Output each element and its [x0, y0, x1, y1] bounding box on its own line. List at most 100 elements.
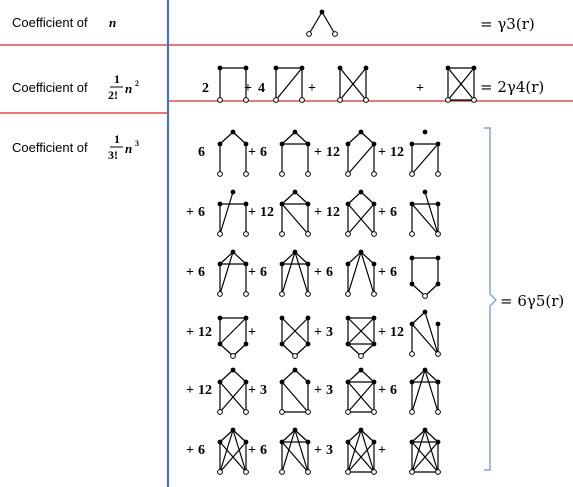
graph-edge — [339, 67, 367, 101]
graph-vertex — [409, 255, 415, 261]
graph-vertex — [337, 65, 343, 71]
graph-edge — [411, 369, 426, 383]
row-3-plus-sign: + — [186, 265, 194, 280]
graph-vertex — [435, 141, 441, 147]
graph-edge — [232, 429, 247, 443]
row-2-frac-den: 2! — [108, 88, 118, 102]
graph-vertex — [299, 97, 305, 103]
graph-edge — [294, 343, 309, 357]
graph-vertex — [279, 231, 285, 237]
graph-edge — [281, 429, 296, 443]
row-3-coefficient: 12 — [260, 205, 274, 220]
graph-edge — [411, 143, 439, 175]
graph-vertex — [358, 189, 364, 195]
row-3-graph — [217, 129, 249, 177]
graph-vertex — [435, 439, 441, 445]
graph-vertex — [279, 171, 285, 177]
row-3-graph — [345, 129, 377, 177]
graph-vertex — [279, 469, 285, 475]
graph-vertex — [363, 65, 369, 71]
graph-vertex — [422, 309, 428, 315]
row-2-coefficient: 2 — [202, 81, 209, 96]
row-3-plus-sign: + — [314, 145, 322, 160]
row-2-rhs: = 2γ4(r) — [480, 78, 544, 96]
graph-vertex — [273, 65, 279, 71]
graph-edge — [424, 429, 439, 473]
graph-edge — [411, 311, 426, 325]
graph-vertex — [305, 141, 311, 147]
graph-vertex — [345, 201, 351, 207]
graph-vertex — [305, 171, 311, 177]
graph-vertex — [217, 171, 223, 177]
row-3-graph — [217, 427, 249, 475]
terms-layer: 2+4++6+6+12+12+6+12+12+6+6+6+6+6+12++3+1… — [186, 9, 477, 475]
row-3-coefficient: 6 — [198, 443, 205, 458]
graph-vertex — [217, 409, 223, 415]
row-1-label-text: Coefficient of — [12, 15, 88, 30]
graph-vertex — [230, 249, 236, 255]
graph-vertex — [292, 189, 298, 195]
graph-vertex — [409, 171, 415, 177]
graph-vertex — [337, 97, 343, 103]
graph-vertex — [305, 439, 311, 445]
graph-vertex — [217, 291, 223, 297]
row-3-plus-sign: + — [186, 325, 194, 340]
graph-vertex — [471, 65, 477, 71]
graph-edge — [411, 203, 439, 235]
row-3-graph — [217, 189, 249, 237]
graph-vertex — [345, 469, 351, 475]
row-3-plus-sign: + — [378, 205, 386, 220]
graph-edge — [219, 429, 234, 443]
graph-vertex — [243, 315, 249, 321]
graph-vertex — [305, 409, 311, 415]
graph-edge — [360, 429, 375, 443]
graph-edge — [294, 369, 309, 383]
row-3-plus-sign: + — [378, 145, 386, 160]
graph-vertex — [445, 65, 451, 71]
row-3-plus-sign: + — [248, 443, 256, 458]
row-2-coefficient: 4 — [258, 81, 265, 96]
graph-vertex — [243, 171, 249, 177]
row-3-graph — [345, 427, 377, 475]
graph-vertex — [230, 189, 236, 195]
graph-vertex — [435, 409, 441, 415]
graph-edge — [347, 191, 362, 205]
graph-edge — [424, 429, 439, 443]
row-3-coefficient: 12 — [198, 325, 212, 340]
row-3-coefficient: 6 — [390, 265, 397, 280]
row-3-plus-sign: + — [186, 383, 194, 398]
row-3-coefficient: 12 — [390, 325, 404, 340]
graph-vertex — [305, 201, 311, 207]
row-3-graph — [279, 427, 311, 475]
row-3-plus-sign: + — [186, 443, 194, 458]
row-3-coefficient: 6 — [260, 145, 267, 160]
graph-edge — [219, 317, 247, 345]
row-3-plus-sign: + — [314, 383, 322, 398]
graph-edge — [281, 369, 296, 383]
row-3-frac-den: 3! — [108, 148, 118, 162]
row-3-plus-sign: + — [378, 325, 386, 340]
graph-vertex — [345, 261, 351, 267]
graph-edge — [232, 429, 247, 473]
graph-vertex — [292, 249, 298, 255]
graph-edge — [232, 251, 247, 265]
row-3-plus-sign: + — [378, 265, 386, 280]
row-3-graph — [217, 367, 249, 415]
graph-vertex — [409, 351, 415, 357]
row-2-graph — [445, 65, 477, 103]
graph-vertex — [345, 231, 351, 237]
graph-edge — [219, 441, 247, 473]
graph-edge — [219, 429, 234, 473]
graph-vertex — [371, 261, 377, 267]
graph-vertex — [305, 231, 311, 237]
graph-edge — [411, 429, 426, 443]
row-3-graph — [217, 249, 249, 297]
graph-edge — [219, 251, 234, 295]
row-3-label: Coefficient of 1 3! n 3 — [12, 132, 139, 162]
row-3-coefficient: 12 — [390, 145, 404, 160]
graph-vertex — [371, 439, 377, 445]
row-3-coefficient: 6 — [326, 265, 333, 280]
row-3-plus-sign: + — [314, 205, 322, 220]
row-3-coefficient: 6 — [198, 145, 205, 160]
row-3-coefficient: 3 — [326, 443, 333, 458]
